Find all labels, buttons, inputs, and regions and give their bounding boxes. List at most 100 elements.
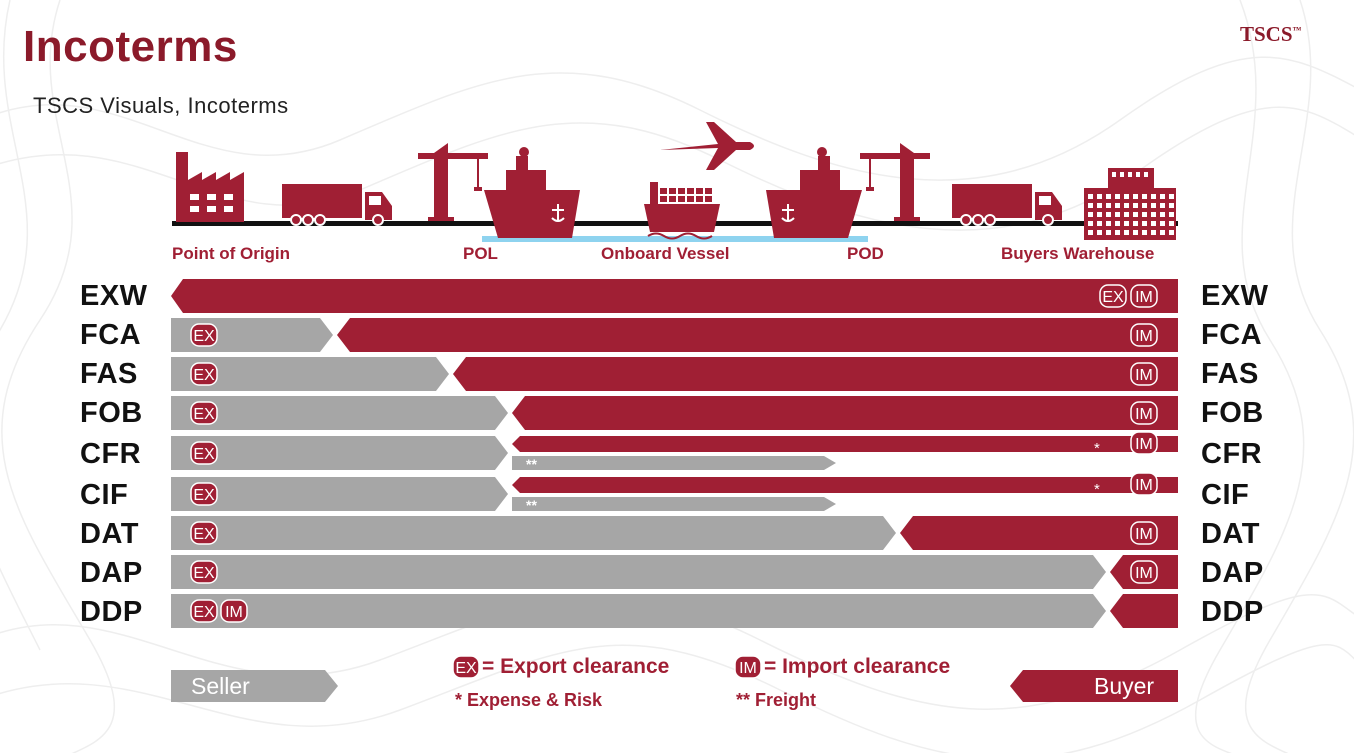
ship-icon bbox=[766, 147, 862, 238]
buyer-bar-fas bbox=[453, 357, 1178, 391]
freight-marker-cfr: ** bbox=[526, 456, 537, 472]
factory-icon bbox=[176, 152, 244, 222]
seller-bar-fob bbox=[171, 396, 508, 430]
legend-buyer-label: Buyer bbox=[1094, 673, 1155, 699]
buyer-bar-fca bbox=[337, 318, 1178, 352]
seller-bar-cif bbox=[171, 477, 508, 511]
seller-bar-fas bbox=[171, 357, 449, 391]
svg-text:EX: EX bbox=[193, 446, 215, 463]
stage-label-onboard: Onboard Vessel bbox=[601, 244, 730, 263]
legend-seller-arrow bbox=[171, 670, 338, 702]
page-title: Incoterms bbox=[23, 22, 238, 71]
airplane-icon bbox=[660, 122, 754, 170]
term-label-dap: DAP bbox=[80, 557, 143, 589]
freight-bar-cfr bbox=[512, 456, 836, 470]
export-badge-cif: EX bbox=[190, 482, 218, 506]
term-label-fas: FAS bbox=[80, 358, 138, 390]
buyer-bar-cfr bbox=[512, 436, 1178, 452]
export-badge-ddp: EX bbox=[190, 599, 218, 623]
svg-text:IM: IM bbox=[1135, 289, 1153, 306]
legend-freight-label: ** Freight bbox=[736, 690, 817, 710]
import-badge-fas: IM bbox=[1130, 362, 1158, 386]
expense-marker-cfr: * bbox=[1094, 440, 1100, 457]
svg-text:IM: IM bbox=[1135, 526, 1153, 543]
term-label-cfr-right: CFR bbox=[1201, 438, 1263, 470]
term-label-dat: DAT bbox=[80, 518, 139, 550]
export-badge-fas: EX bbox=[190, 362, 218, 386]
term-label-cfr: CFR bbox=[80, 438, 142, 470]
svg-text:EX: EX bbox=[1102, 289, 1124, 306]
export-badge-exw: EX bbox=[1099, 284, 1127, 308]
export-badge-fob: EX bbox=[190, 401, 218, 425]
svg-text:IM: IM bbox=[739, 660, 757, 677]
crane-icon bbox=[418, 143, 488, 221]
term-label-fca: FCA bbox=[80, 319, 142, 351]
import-badge-dap: IM bbox=[1130, 560, 1158, 584]
freight-bar-cif bbox=[512, 497, 836, 511]
crane-icon bbox=[860, 143, 930, 221]
svg-text:IM: IM bbox=[1135, 477, 1153, 494]
svg-text:EX: EX bbox=[193, 406, 215, 423]
stage-label-warehouse: Buyers Warehouse bbox=[1001, 244, 1155, 263]
container-ship-icon bbox=[644, 182, 720, 240]
term-label-ddp: DDP bbox=[80, 596, 143, 628]
term-label-dap-right: DAP bbox=[1201, 557, 1264, 589]
import-badge-dat: IM bbox=[1130, 521, 1158, 545]
term-label-fca-right: FCA bbox=[1201, 319, 1263, 351]
export-badge-dat: EX bbox=[190, 521, 218, 545]
term-label-fob: FOB bbox=[80, 397, 143, 429]
svg-text:IM: IM bbox=[1135, 406, 1153, 423]
stage-label-pod: POD bbox=[847, 244, 884, 263]
truck-icon bbox=[952, 184, 1062, 226]
term-label-exw-right: EXW bbox=[1201, 280, 1269, 312]
term-label-cif-right: CIF bbox=[1201, 479, 1250, 511]
svg-text:IM: IM bbox=[1135, 367, 1153, 384]
legend-buyer-arrow bbox=[1010, 670, 1178, 702]
svg-text:EX: EX bbox=[455, 660, 477, 677]
import-badge-fob: IM bbox=[1130, 401, 1158, 425]
seller-bar-dap bbox=[171, 555, 1106, 589]
export-badge-fca: EX bbox=[190, 323, 218, 347]
warehouse-icon bbox=[1084, 168, 1176, 240]
term-label-dat-right: DAT bbox=[1201, 518, 1260, 550]
freight-marker-cif: ** bbox=[526, 497, 537, 513]
legend-import-label: = Import clearance bbox=[764, 655, 951, 678]
legend-export-badge: EX bbox=[452, 655, 480, 679]
buyer-bar-ddp bbox=[1110, 594, 1178, 628]
legend-export-label: = Export clearance bbox=[482, 655, 670, 678]
legend-expense-label: * Expense & Risk bbox=[455, 690, 603, 710]
import-badge-cfr: IM bbox=[1130, 431, 1158, 455]
buyer-bar-exw bbox=[171, 279, 1178, 313]
import-badge-cif: IM bbox=[1130, 472, 1158, 496]
buyer-bar-fob bbox=[512, 396, 1178, 430]
svg-text:IM: IM bbox=[225, 604, 243, 621]
buyer-bar-cif bbox=[512, 477, 1178, 493]
term-label-cif: CIF bbox=[80, 479, 129, 511]
svg-text:EX: EX bbox=[193, 526, 215, 543]
expense-marker-cif: * bbox=[1094, 481, 1100, 498]
buyer-bar-dat bbox=[900, 516, 1178, 550]
term-label-fob-right: FOB bbox=[1201, 397, 1264, 429]
import-badge-fca: IM bbox=[1130, 323, 1158, 347]
seller-bar-cfr bbox=[171, 436, 508, 470]
svg-text:IM: IM bbox=[1135, 565, 1153, 582]
svg-text:EX: EX bbox=[193, 328, 215, 345]
svg-text:IM: IM bbox=[1135, 436, 1153, 453]
page-subtitle: TSCS Visuals, Incoterms bbox=[33, 93, 289, 118]
legend-seller-label: Seller bbox=[191, 673, 250, 699]
term-label-exw: EXW bbox=[80, 280, 148, 312]
seller-bar-ddp bbox=[171, 594, 1106, 628]
export-badge-dap: EX bbox=[190, 560, 218, 584]
import-badge-exw: IM bbox=[1130, 284, 1158, 308]
truck-icon bbox=[282, 184, 392, 226]
term-label-ddp-right: DDP bbox=[1201, 596, 1264, 628]
svg-text:EX: EX bbox=[193, 487, 215, 504]
term-label-fas-right: FAS bbox=[1201, 358, 1259, 390]
export-badge-cfr: EX bbox=[190, 441, 218, 465]
import-badge-ddp: IM bbox=[220, 599, 248, 623]
legend-import-badge: IM bbox=[734, 655, 762, 679]
svg-text:EX: EX bbox=[193, 604, 215, 621]
seller-bar-dat bbox=[171, 516, 896, 550]
stage-label-pol: POL bbox=[463, 244, 498, 263]
